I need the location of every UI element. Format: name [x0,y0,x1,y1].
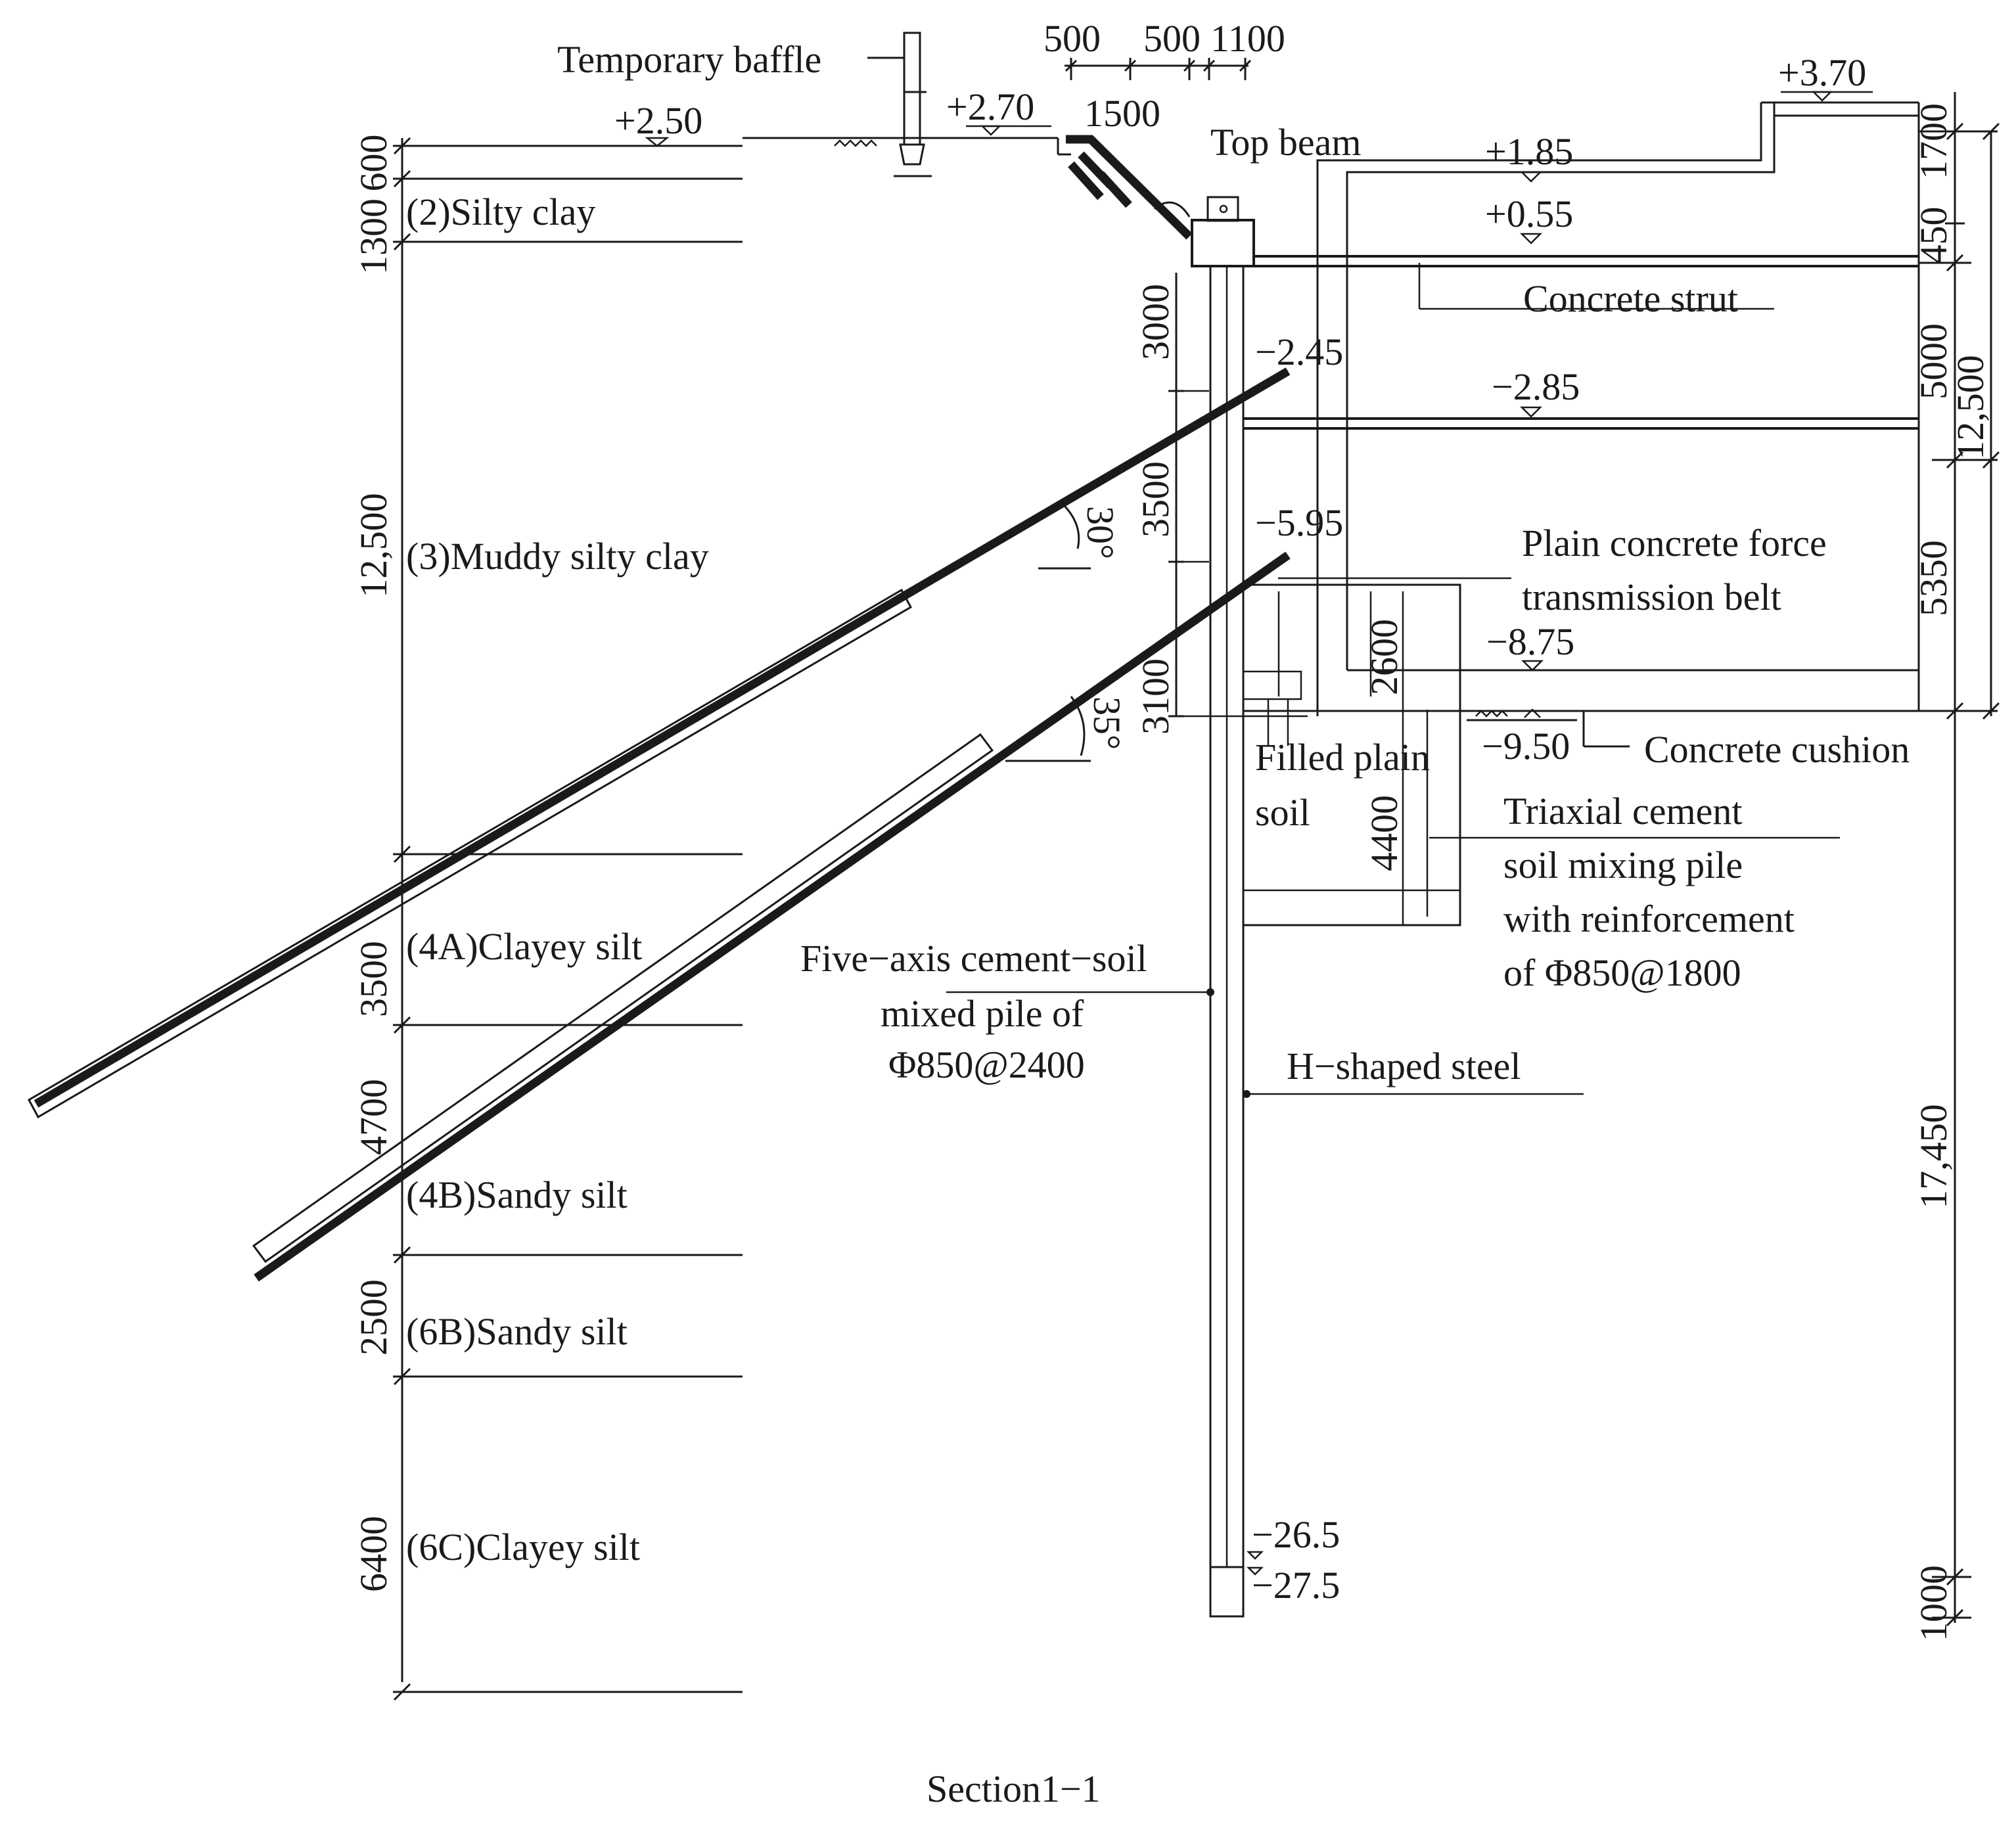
callouts: Concrete strut Plain concrete force tran… [800,263,1910,1098]
dim-500: 500 [1143,17,1201,60]
layer-name: (3)Muddy silty clay [406,535,709,578]
dim-5000: 5000 [1912,323,1955,399]
soil-profile: 600 1300 12,500 3500 4700 2500 6400 (2)S… [352,135,743,1701]
five-axis-label-2: mixed pile of [881,992,1084,1035]
elevation-beam: +0.55 [1485,193,1573,235]
top-beam-label: Top beam [1210,121,1361,164]
lower-anchor: 35° [252,551,1291,1282]
elevation-top: +3.70 [1778,51,1866,94]
layer-thickness: 1300 [352,198,395,275]
triaxial-pile-block: 2600 4400 [1242,583,1461,926]
concrete-cushion-label: Concrete cushion [1644,728,1910,771]
plain-belt-label-2: transmission belt [1522,576,1781,618]
filled-soil-label-1: Filled plain [1255,736,1430,779]
triaxial-label-2: soil mixing pile [1503,844,1743,886]
upper-anchor: 30° [27,367,1291,1119]
elevation-anchor1: −2.45 [1255,331,1343,373]
layer-thickness: 3500 [352,941,395,1017]
elevation-ground: +2.50 [614,99,702,142]
layer-name: (6B)Sandy silt [406,1310,628,1353]
lower-anchor-angle: 35° [1086,696,1128,750]
dim-5350: 5350 [1912,540,1955,616]
layer-name: (4B)Sandy silt [406,1174,628,1216]
elevation-anchor2: −5.95 [1255,501,1343,544]
retaining-wall [1209,265,1245,1618]
filled-soil-patch [1242,670,1302,700]
triaxial-label-1: Triaxial cement [1503,790,1743,832]
filled-soil-label-2: soil [1255,791,1310,834]
layer-thickness: 2500 [352,1279,395,1356]
dim-1000: 1000 [1912,1565,1955,1641]
dim-1100: 1100 [1210,17,1285,60]
slope-protection [1066,135,1193,240]
triaxial-label-4: of Φ850@1800 [1503,951,1741,994]
excavation-structure [1243,101,1920,748]
upper-anchor-angle: 30° [1079,506,1122,559]
h-steel-label: H−shaped steel [1287,1045,1521,1087]
top-layer-thickness: 600 [352,135,395,192]
five-axis-label-3: Φ850@2400 [888,1043,1085,1086]
dim-3100: 3100 [1134,658,1177,735]
wall-dimensions: 3000 3500 3100 [1134,273,1308,735]
dim-4400: 4400 [1363,795,1406,871]
five-axis-label-1: Five−axis cement−soil [800,937,1147,980]
elevation-bottom: −9.50 [1482,725,1570,767]
dim-12500: 12,500 [1949,355,1992,460]
dim-1500: 1500 [1084,92,1160,135]
section-caption: Section1−1 [927,1767,1101,1810]
elevation-slab: +1.85 [1485,130,1573,173]
right-dimensions: 1700 450 5000 12,500 5350 17,450 1000 [1912,92,2000,1641]
layer-thickness: 4700 [352,1079,395,1155]
triaxial-label-3: with reinforcement [1503,898,1795,940]
elevation-marks: +3.70 +1.85 +0.55 −2.45 −2.85 −5.95 −8.7… [1246,51,1873,1607]
layer-name: (6C)Clayey silt [406,1526,640,1568]
elevation-toe2: −27.5 [1252,1564,1340,1607]
top-beam: Top beam [1191,121,1361,267]
layer-thickness: 6400 [352,1516,395,1592]
dim-500: 500 [1043,17,1101,60]
plain-belt-label-1: Plain concrete force [1522,522,1827,564]
dim-2600: 2600 [1363,619,1406,695]
dim-450: 450 [1912,207,1955,264]
layer-name: (2)Silty clay [406,191,595,233]
dim-1700: 1700 [1912,103,1955,179]
dim-17450: 17,450 [1912,1104,1955,1209]
top-dimensions: 500 500 1100 1500 [1043,17,1285,135]
concrete-strut-label: Concrete strut [1523,277,1738,320]
elevation-belt: −8.75 [1486,620,1574,663]
elevation-crest: +2.70 [946,85,1034,128]
elevation-toe1: −26.5 [1252,1513,1340,1556]
dim-3500: 3500 [1134,461,1177,537]
ground-surface: Temporary baffle +2.50 +2.70 [557,32,1071,177]
layer-name: (4A)Clayey silt [406,925,642,968]
elevation-strut2: −2.85 [1492,365,1580,408]
temporary-baffle-label: Temporary baffle [557,38,821,81]
temporary-baffle [903,32,921,146]
dim-3000: 3000 [1134,284,1177,360]
layer-thickness: 12,500 [352,493,395,598]
